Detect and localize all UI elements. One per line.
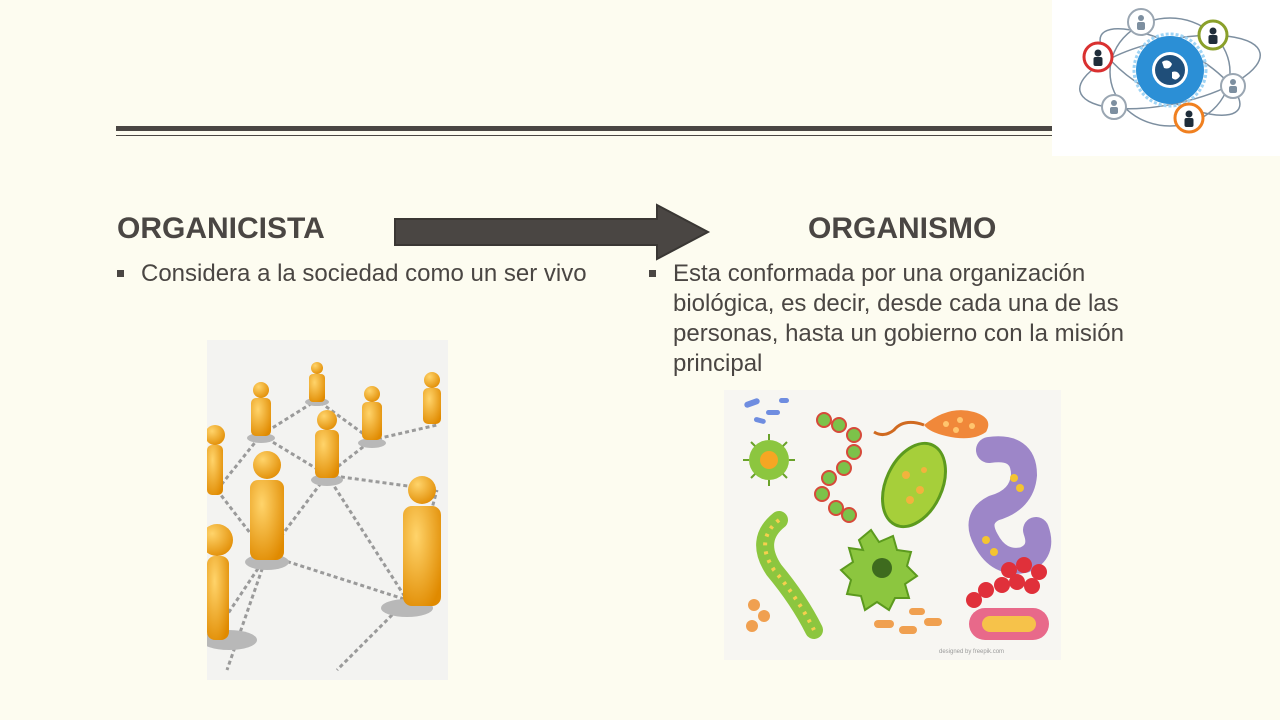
people-network-image xyxy=(207,340,448,680)
bullet-text: Considera a la sociedad como un ser vivo xyxy=(141,260,587,287)
header-rule-thick xyxy=(116,126,1052,131)
image-credit: designed by freepik.com xyxy=(939,649,1004,655)
list-item: Esta conformada por una organización bio… xyxy=(647,259,1147,379)
heading-organismo: ORGANISMO xyxy=(808,212,997,245)
right-arrow xyxy=(392,203,712,266)
globe-icon xyxy=(1152,52,1188,88)
square-bullet xyxy=(117,270,124,277)
right-bullet-list: Esta conformada por una organización bio… xyxy=(647,259,1147,379)
square-bullet xyxy=(649,270,656,277)
heading-organicista: ORGANICISTA xyxy=(117,212,325,245)
bacteria-illustration: designed by freepik.com xyxy=(724,390,1061,660)
header-rule-thin xyxy=(116,135,1052,136)
list-item: Considera a la sociedad como un ser vivo xyxy=(115,259,595,289)
network-people-logo xyxy=(1052,0,1280,156)
bullet-text: Esta conformada por una organización bio… xyxy=(673,260,1124,377)
left-bullet-list: Considera a la sociedad como un ser vivo xyxy=(115,259,595,289)
